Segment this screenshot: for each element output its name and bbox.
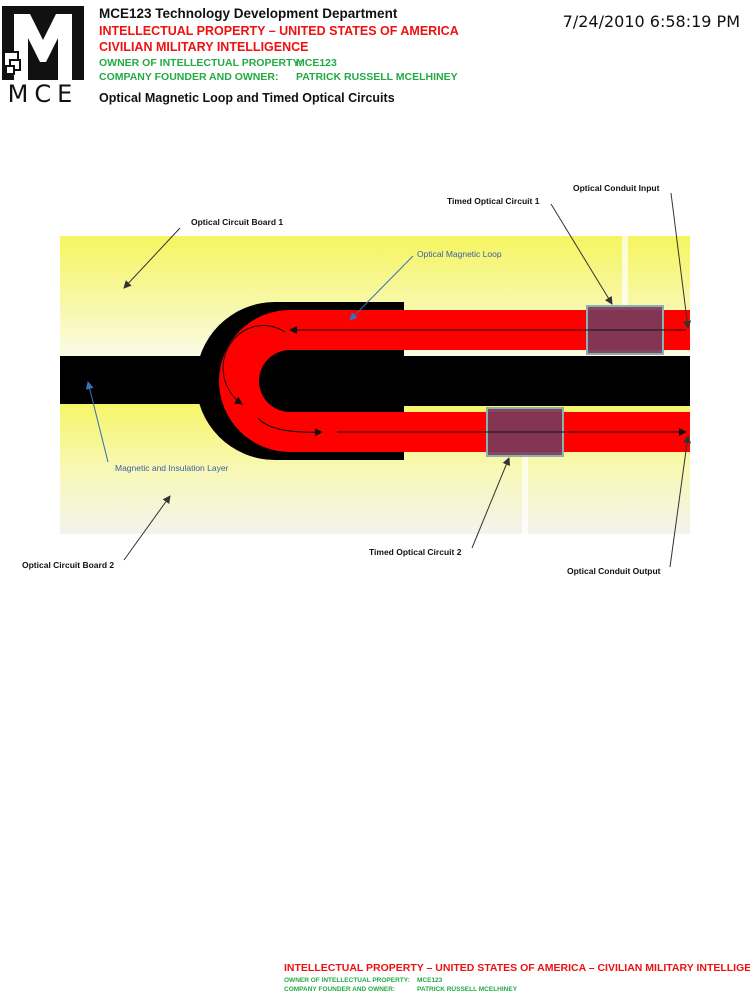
founder-label: COMPANY FOUNDER AND OWNER: bbox=[99, 71, 279, 83]
label-board-2: Optical Circuit Board 2 bbox=[22, 560, 114, 570]
footer-owner-value: MCE123 bbox=[417, 977, 443, 984]
label-conduit-output: Optical Conduit Output bbox=[567, 566, 661, 576]
callout-conduit-output bbox=[669, 435, 692, 568]
output-light-streak bbox=[522, 452, 528, 534]
flow-arrow-turn-1 bbox=[222, 325, 286, 405]
callout-conduit-input bbox=[670, 192, 692, 329]
callout-timed-circuit-1 bbox=[550, 203, 613, 305]
intel-heading: CIVILIAN MILITARY INTELLIGENCE bbox=[99, 40, 309, 54]
mce-logo: MCE bbox=[0, 4, 86, 104]
callout-board-2 bbox=[123, 495, 171, 561]
callout-insulation-layer bbox=[85, 381, 109, 463]
footer-ip-line: INTELLECTUAL PROPERTY – UNITED STATES OF… bbox=[284, 962, 750, 974]
label-insulation-layer: Magnetic and Insulation Layer bbox=[115, 463, 229, 473]
footer-founder-label: COMPANY FOUNDER AND OWNER: bbox=[284, 986, 396, 993]
ip-heading: INTELLECTUAL PROPERTY – UNITED STATES OF… bbox=[99, 24, 459, 38]
callout-board-1 bbox=[123, 227, 181, 289]
founder-value: PATRICK RUSSELL MCELHINEY bbox=[296, 71, 458, 83]
insulation-layer-right bbox=[400, 356, 690, 406]
timestamp: 7/24/2010 6:58:19 PM bbox=[562, 12, 740, 31]
callout-magnetic-loop bbox=[349, 255, 414, 321]
page-subtitle: Optical Magnetic Loop and Timed Optical … bbox=[99, 91, 395, 105]
callout-timed-circuit-2 bbox=[471, 457, 511, 549]
label-magnetic-loop: Optical Magnetic Loop bbox=[417, 249, 502, 259]
insulation-loop-inner bbox=[263, 344, 404, 418]
logo-text: MCE bbox=[8, 80, 79, 104]
department-title: MCE123 Technology Development Department bbox=[99, 6, 398, 21]
footer-owner-label: OWNER OF INTELLECTUAL PROPERTY: bbox=[284, 977, 410, 984]
owner-value: MCE123 bbox=[296, 57, 337, 69]
label-timed-circuit-2: Timed Optical Circuit 2 bbox=[369, 547, 462, 557]
insulation-layer-left bbox=[60, 356, 220, 404]
label-conduit-input: Optical Conduit Input bbox=[573, 183, 660, 193]
input-light-streak bbox=[622, 236, 628, 310]
optical-magnetic-loop bbox=[219, 310, 690, 452]
footer-founder-value: PATRICK RUSSELL MCELHINEY bbox=[417, 986, 518, 993]
optical-loop-diagram: Optical Conduit Input Timed Optical Circ… bbox=[22, 183, 692, 576]
owner-label: OWNER OF INTELLECTUAL PROPERTY: bbox=[99, 57, 303, 69]
flow-arrow-turn-2 bbox=[257, 417, 323, 437]
label-board-1: Optical Circuit Board 1 bbox=[191, 217, 283, 227]
label-timed-circuit-1: Timed Optical Circuit 1 bbox=[447, 196, 540, 206]
